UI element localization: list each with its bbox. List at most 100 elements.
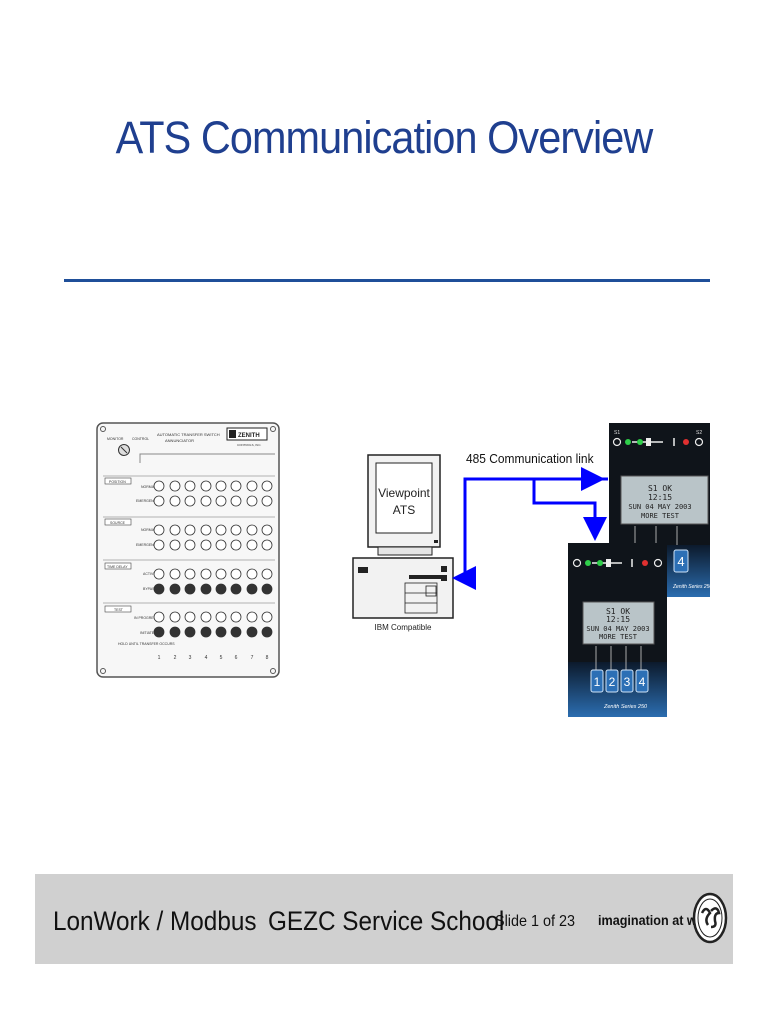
controller-button-label: 4 [677,554,684,569]
indicator-led [184,568,196,580]
link-line-to-controller-2 [532,479,607,541]
indicator-led [230,495,242,507]
pushbutton-led[interactable] [230,626,242,638]
controller-button[interactable] [620,669,634,693]
controller-button-label: 4 [639,675,646,689]
ge-logo-icon [692,892,728,944]
indicator-led [200,495,212,507]
indicator-led [200,480,212,492]
indicator-led [184,480,196,492]
lcd-line: 12:15 [606,615,630,624]
pushbutton-led[interactable] [246,583,258,595]
indicator-led [230,568,242,580]
indicator-led [184,611,196,623]
indicator-led [230,539,242,551]
row-label: NORMAL [141,485,156,489]
title-divider [64,279,710,282]
footer-left-text: LonWork / Modbus [53,906,257,936]
indicator-led [230,611,242,623]
pushbutton-led[interactable] [215,583,227,595]
indicator-led [261,568,273,580]
pushbutton-led[interactable] [200,626,212,638]
link-label: 485 Communication link [466,452,594,467]
lcd-line: S1 OK [606,607,630,616]
zenith-logo-icon [229,430,236,438]
indicator-led [215,480,227,492]
row-label: INITIATE [140,631,155,635]
lcd-line: SUN 04 MAY 2003 [586,625,649,633]
controller-button[interactable] [605,669,619,693]
lcd-line: MORE TEST [641,512,680,520]
indicator-led [153,539,165,551]
indicator-led [200,568,212,580]
footer-tagline: imagination at work [598,912,717,928]
indicator-led [261,539,273,551]
annunciator-title-1: AUTOMATIC TRANSFER SWITCH [157,432,220,437]
pushbutton-led[interactable] [261,626,273,638]
communication-links: 485 Communication link [452,452,608,590]
pushbutton-led[interactable] [200,583,212,595]
screen-text-line-2: ATS [393,503,415,517]
pushbutton-led[interactable] [169,626,181,638]
column-label: 5 [220,655,223,661]
annunciator-control-label: CONTROL [132,437,149,441]
pushbutton-led[interactable] [153,626,165,638]
indicator-led [169,611,181,623]
screen-text-line-1: Viewpoint [378,486,430,500]
indicator-led [215,568,227,580]
indicator-led [261,480,273,492]
pushbutton-led[interactable] [184,626,196,638]
section-label-test: TEST [114,608,124,612]
column-label: 2 [174,655,177,661]
indicator-s2-label: S2 [696,430,702,436]
lcd-line: MORE TEST [599,633,638,641]
pushbutton-led[interactable] [215,626,227,638]
led-grid [153,480,273,638]
controller-button-label: 2 [609,675,616,689]
slide-number: Slide 1 of 23 [495,913,576,930]
pushbutton-led[interactable] [230,583,242,595]
row-label: BYPASS [143,587,157,591]
annunciator-footer-note: HOLD UNTIL TRANSFER OCCURS [118,642,175,646]
row-label: ACTIVE [143,572,156,576]
indicator-led [246,524,258,536]
lcd-line: SUN 04 MAY 2003 [628,503,691,511]
indicator-led [184,495,196,507]
indicator-led [153,568,165,580]
pushbutton-led[interactable] [153,583,165,595]
indicator-led [153,611,165,623]
floppy-drive-icon [409,575,442,579]
section-label-time-delay: TIME DELAY [107,565,128,569]
zenith-brand-sub: CONTROLS, INC. [237,443,262,447]
pushbutton-led[interactable] [246,626,258,638]
annunciator-title-2: ANNUNCIATOR [165,438,194,443]
annunciator-monitor-label: MONITOR [107,437,124,441]
indicator-led [261,524,273,536]
indicator-led [153,480,165,492]
pushbutton-led[interactable] [184,583,196,595]
controller-button[interactable] [635,669,649,693]
monitor-screen [375,462,433,534]
indicator-led [261,495,273,507]
indicator-led [246,495,258,507]
indicator-led [261,611,273,623]
column-label: 7 [251,655,254,661]
controller-button-label: 1 [594,675,601,689]
pushbutton-led[interactable] [261,583,273,595]
controller-button[interactable] [673,549,689,573]
indicator-led [200,524,212,536]
lcd-display [620,475,709,525]
row-label: NORMAL [141,528,156,532]
indicator-s1-label: S1 [614,430,620,436]
controller-model-label: Zenith Series 250 [603,704,648,710]
computer-caption: IBM Compatible [375,623,432,632]
controller-button[interactable] [590,669,604,693]
indicator-led [200,539,212,551]
column-label: 3 [189,655,192,661]
indicator-led [153,495,165,507]
lcd-line: 12:15 [648,493,672,502]
pushbutton-led[interactable] [169,583,181,595]
